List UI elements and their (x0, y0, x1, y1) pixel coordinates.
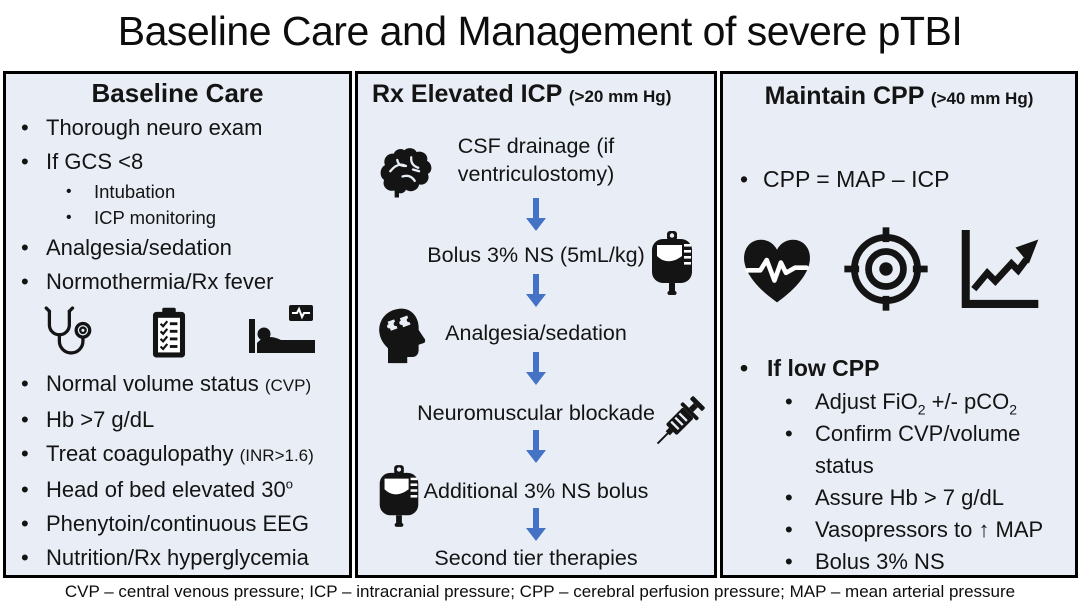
down-arrow-icon (525, 274, 547, 307)
list-item: Nutrition/Rx hyperglycemia (6, 541, 349, 575)
list-item: Treat coagulopathy (INR>1.6) (6, 437, 349, 473)
low-cpp-block: If low CPP Adjust FiO2 +/- pCO2 Confirm … (723, 350, 1075, 578)
flow-step: Neuromuscular blockade (417, 401, 655, 425)
iv-bag-icon (644, 230, 700, 296)
list-item: Phenytoin/continuous EEG (6, 507, 349, 541)
list-item: Intubation (6, 179, 349, 205)
down-arrow-icon (525, 430, 547, 463)
heart-pulse-icon (736, 228, 818, 310)
cpp-formula: CPP = MAP – ICP (723, 162, 1075, 196)
flow-step: Second tier therapies (434, 546, 638, 570)
list-item: Hb >7 g/dL (6, 403, 349, 437)
icp-threshold: (>20 mm Hg) (568, 87, 672, 106)
patient-bed-icon (245, 303, 317, 363)
syringe-icon (647, 392, 709, 454)
down-arrow-icon (525, 508, 547, 541)
baseline-icon-row (6, 300, 349, 366)
cpp-threshold: (>40 mm Hg) (930, 89, 1034, 108)
cpp-icon-row (736, 226, 1042, 312)
down-arrow-icon (525, 198, 547, 231)
list-item: Adjust FiO2 +/- pCO2 (723, 386, 1073, 418)
target-icon (843, 226, 929, 312)
list-item: Confirm CVP/volume status (723, 418, 1073, 482)
brain-icon (378, 146, 434, 200)
chart-increase-icon (954, 226, 1042, 312)
list-item: Vasopressors to ↑ MAP (723, 514, 1073, 546)
list-item: Analgesia/sedation (6, 231, 349, 265)
flow-step: CSF drainage (if ventriculostomy) (457, 134, 615, 186)
panel-baseline-title: Baseline Care (91, 78, 264, 108)
list-item: Bolus 3% NS (723, 546, 1073, 578)
low-cpp-heading: If low CPP (723, 350, 1075, 386)
panel-cpp-title: Maintain CPP (>40 mm Hg) (764, 82, 1034, 110)
panel-maintain-cpp: Maintain CPP (>40 mm Hg) CPP = MAP – ICP (720, 71, 1078, 578)
list-item: ICP monitoring (6, 205, 349, 231)
panel-baseline-care: Baseline Care Thorough neuro exam If GCS… (3, 71, 352, 578)
head-puzzle-icon (374, 306, 430, 366)
list-item: If GCS <8 (6, 145, 349, 179)
list-item: Thorough neuro exam (6, 111, 349, 145)
list-item: Normal volume status (CVP) (6, 367, 349, 403)
list-item: Normothermia/Rx fever (6, 265, 349, 299)
stethoscope-icon (34, 302, 92, 364)
abbreviation-legend: CVP – central venous pressure; ICP – int… (64, 582, 1016, 601)
panel-rx-elevated-icp: Rx Elevated ICP (>20 mm Hg) CSF drainage… (355, 71, 717, 578)
flow-step: Analgesia/sedation (445, 321, 627, 345)
list-item: Head of bed elevated 30o (6, 473, 349, 507)
page-title: Baseline Care and Management of severe p… (117, 8, 963, 54)
checklist-icon (142, 302, 196, 364)
panel-icp-title: Rx Elevated ICP (>20 mm Hg) (372, 80, 672, 108)
flow-step: Bolus 3% NS (5mL/kg) (427, 243, 645, 267)
list-item: Assure Hb > 7 g/dL (723, 482, 1073, 514)
iv-bag-icon (372, 464, 426, 528)
flow-step: Additional 3% NS bolus (423, 479, 649, 503)
down-arrow-icon (525, 352, 547, 385)
